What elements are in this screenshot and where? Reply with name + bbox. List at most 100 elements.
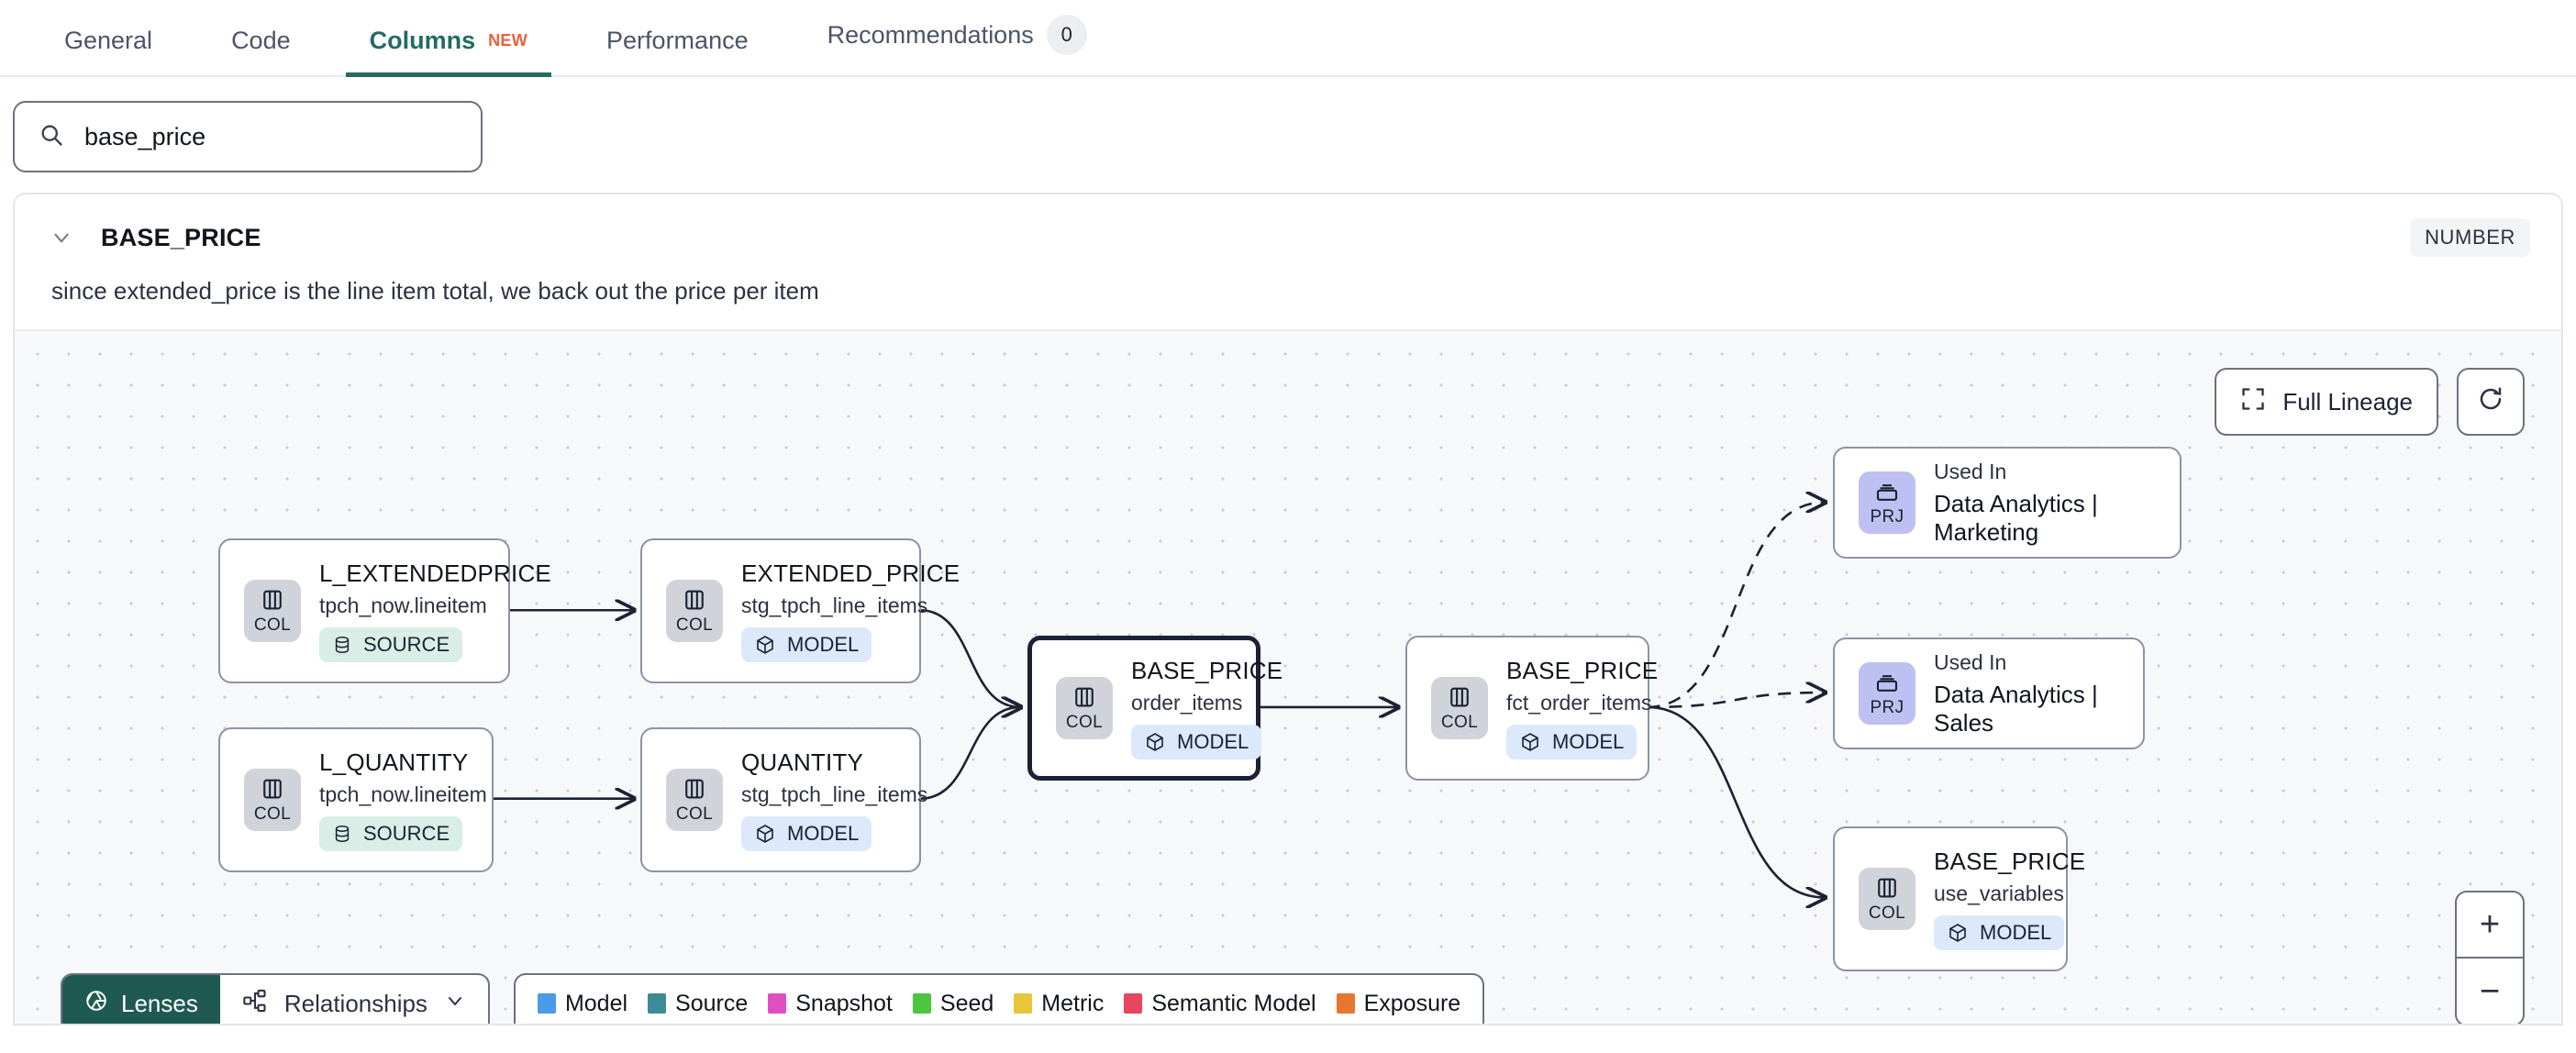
node-icon-label: PRJ: [1870, 698, 1904, 717]
node-type-label: MODEL: [1177, 730, 1249, 753]
node-subtitle: order_items: [1131, 691, 1243, 715]
node-type-pill: MODEL: [1934, 915, 2065, 950]
node-title: QUANTITY: [741, 748, 864, 776]
relationships-button[interactable]: Relationships: [220, 975, 488, 1024]
tab-performance[interactable]: Performance: [583, 27, 772, 75]
legend-item[interactable]: Snapshot: [768, 991, 893, 1017]
node-type-label: SOURCE: [363, 633, 450, 656]
node-type-label: MODEL: [787, 822, 860, 845]
full-lineage-button[interactable]: Full Lineage: [2215, 368, 2438, 436]
legend-swatch: [1124, 993, 1143, 1014]
lineage-edges: [493, 331, 2561, 1025]
legend-swatch: [768, 993, 787, 1014]
node-icon-label: COL: [1065, 713, 1104, 732]
chevron-down-icon[interactable]: [46, 222, 77, 253]
node-subtitle: stg_tpch_line_items: [741, 782, 928, 806]
legend-label: Model: [564, 990, 628, 1016]
node-type-pill: MODEL: [741, 627, 872, 662]
canvas-bottom-bar: Lenses Relationships: [61, 973, 1485, 1024]
zoom-in-button[interactable]: +: [2457, 892, 2523, 959]
legend-item[interactable]: Source: [648, 991, 748, 1017]
column-panel: BASE_PRICE NUMBER since extended_price i…: [13, 193, 2563, 1025]
legend-label: Seed: [939, 990, 994, 1016]
node-subtitle: tpch_now.lineitem: [319, 782, 487, 806]
zoom-out-button[interactable]: −: [2479, 971, 2501, 1011]
node-type-pill: SOURCE: [319, 816, 463, 851]
node-subtitle: tpch_now.lineitem: [319, 593, 487, 617]
column-description: since extended_price is the line item to…: [51, 277, 819, 305]
project-icon: PRJ: [1859, 662, 1915, 725]
legend-swatch: [1014, 993, 1033, 1014]
lens-group: Lenses Relationships: [61, 973, 490, 1024]
lenses-button[interactable]: Lenses: [62, 975, 220, 1024]
node-icon-label: COL: [1868, 903, 1906, 923]
column-icon: COL: [1431, 677, 1488, 739]
lineage-edge: [1647, 693, 1825, 709]
legend-item[interactable]: Semantic Model: [1124, 991, 1316, 1017]
refresh-button[interactable]: [2457, 368, 2525, 436]
node-icon-label: COL: [1440, 713, 1479, 732]
node-kicker: Used In: [1934, 459, 2007, 483]
legend-label: Metric: [1041, 990, 1105, 1016]
search-icon: [39, 122, 64, 152]
node-subtitle: stg_tpch_line_items: [741, 593, 928, 617]
node-type-pill: MODEL: [1506, 725, 1638, 759]
node-icon-label: COL: [675, 804, 714, 824]
zoom-controls: + −: [2455, 891, 2525, 1024]
legend-item[interactable]: Model: [537, 990, 628, 1017]
legend-swatch: [1336, 993, 1355, 1014]
legend-label: Semantic Model: [1151, 990, 1316, 1016]
tab-label: Code: [231, 27, 291, 54]
tab-general[interactable]: General: [40, 27, 176, 75]
legend-swatch: [537, 993, 556, 1014]
node-kicker: Used In: [1934, 649, 2007, 674]
search-area: [0, 77, 2576, 193]
column-icon: COL: [666, 769, 723, 831]
node-title: Data Analytics | Marketing: [1934, 489, 2098, 546]
node-title: BASE_PRICE: [1506, 657, 1659, 684]
column-icon: COL: [244, 580, 301, 642]
legend-item[interactable]: Seed: [912, 990, 994, 1017]
column-icon: COL: [1056, 677, 1113, 739]
chevron-down-icon: [444, 990, 466, 1018]
search-input[interactable]: [84, 122, 457, 151]
node-type-label: MODEL: [1980, 921, 2052, 944]
legend-item[interactable]: Metric: [1014, 991, 1104, 1017]
column-type-badge: NUMBER: [2410, 218, 2530, 257]
canvas-top-controls: Full Lineage: [2215, 368, 2525, 436]
legend-item[interactable]: Exposure: [1336, 990, 1461, 1017]
node-subtitle: fct_order_items: [1506, 691, 1652, 715]
node-type-label: MODEL: [787, 633, 860, 656]
page-title: BASE_PRICE: [101, 223, 261, 251]
column-header: BASE_PRICE NUMBER: [15, 194, 2561, 257]
node-subtitle: use_variables: [1934, 881, 2064, 905]
tab-label: General: [64, 27, 153, 54]
full-lineage-label: Full Lineage: [2282, 387, 2413, 416]
tab-count-badge: 0: [1046, 15, 1087, 55]
legend-swatch: [648, 993, 667, 1014]
refresh-icon: [2477, 385, 2504, 419]
node-icon-label: COL: [253, 804, 292, 824]
legend-label: Exposure: [1363, 990, 1461, 1016]
tab-code[interactable]: Code: [207, 27, 315, 75]
node-title: L_QUANTITY: [319, 748, 469, 776]
graph-legend: Model Source Snapshot Seed Metric Semantic Mo…: [513, 973, 1485, 1024]
search-box[interactable]: [13, 101, 483, 172]
column-icon: COL: [1859, 868, 1915, 930]
